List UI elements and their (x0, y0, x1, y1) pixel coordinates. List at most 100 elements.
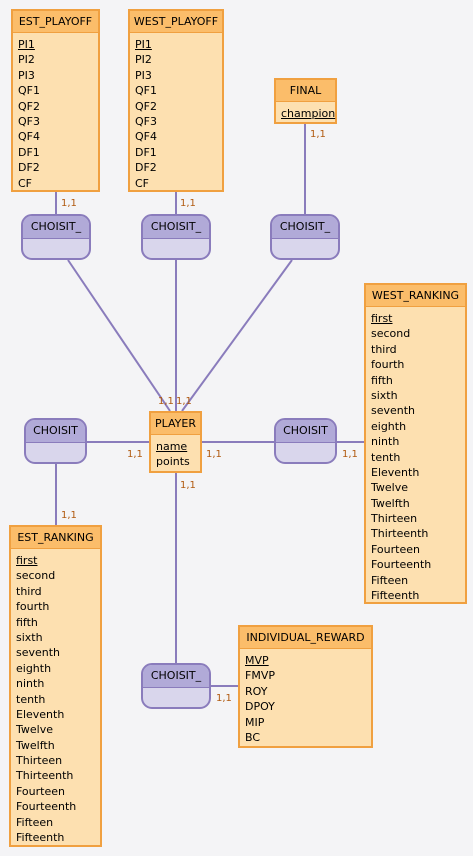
cardinality-player-top-2: 1,1 (176, 396, 192, 407)
attribute: second (16, 569, 56, 583)
attribute: Fourteen (16, 784, 65, 798)
relation-est-ranking[interactable]: CHOISIT (24, 418, 87, 464)
attribute: Twelfth (16, 738, 55, 752)
entity-title: WEST_RANKING (366, 285, 465, 307)
attribute: Thirteen (16, 754, 63, 768)
cardinality-final: 1,1 (310, 129, 326, 140)
attribute: seventh (16, 646, 61, 660)
attribute: CF (18, 176, 33, 190)
relation-label: CHOISIT_ (23, 216, 89, 239)
attribute: Eleventh (371, 465, 420, 479)
primary-key-attribute: champion (281, 107, 336, 120)
attribute: ROY (245, 684, 268, 698)
attribute: Thirteenth (371, 527, 429, 541)
cardinality-player-right: 1,1 (206, 449, 222, 460)
attribute: seventh (371, 404, 416, 418)
attribute: Fifteen (16, 815, 54, 829)
attribute: QF1 (135, 84, 157, 98)
primary-key-attribute: first (16, 554, 38, 567)
attribute: eighth (371, 419, 407, 433)
entity-title: FINAL (276, 80, 335, 102)
attribute: CF (135, 176, 150, 190)
attribute: DF2 (135, 161, 157, 175)
attribute: QF3 (135, 114, 157, 128)
entity-title: EST_PLAYOFF (13, 11, 98, 33)
attribute: tenth (16, 692, 46, 706)
relation-reward[interactable]: CHOISIT_ (141, 663, 211, 709)
attribute: Twelfth (371, 496, 410, 510)
primary-key-attribute: PI1 (135, 38, 152, 51)
link-player-final (181, 259, 293, 412)
attribute: Fifteenth (371, 589, 420, 603)
relation-label: CHOISIT (276, 420, 335, 443)
cardinality-reward: 1,1 (216, 693, 232, 704)
attribute: eighth (16, 661, 52, 675)
attribute: Fifteenth (16, 831, 65, 845)
attribute: Thirteenth (16, 769, 74, 783)
attribute: second (371, 327, 411, 341)
primary-key-attribute: first (371, 312, 393, 325)
attribute: QF4 (135, 130, 157, 144)
cardinality-est-ranking: 1,1 (61, 510, 77, 521)
primary-key-attribute: MVP (245, 654, 269, 667)
attribute: DF2 (18, 161, 40, 175)
attribute: PI2 (135, 53, 152, 67)
attribute: DF1 (135, 145, 157, 159)
attribute: fourth (16, 600, 50, 614)
relation-est-playoff[interactable]: CHOISIT_ (21, 214, 91, 260)
cardinality-west-playoff: 1,1 (180, 198, 196, 209)
attribute: Fourteenth (16, 800, 77, 814)
attribute: FMVP (245, 669, 275, 683)
relation-west-ranking[interactable]: CHOISIT (274, 418, 337, 464)
attribute: QF1 (18, 84, 40, 98)
attribute: QF4 (18, 130, 40, 144)
attribute: DF1 (18, 145, 40, 159)
relation-label: CHOISIT_ (143, 216, 209, 239)
cardinality-player-bottom: 1,1 (180, 480, 196, 491)
attribute: PI3 (18, 68, 35, 82)
attribute: QF3 (18, 114, 40, 128)
attribute: MIP (245, 715, 265, 729)
link-player-est-playoff (67, 259, 171, 412)
attribute: Twelve (16, 723, 53, 737)
attribute: Eleventh (16, 707, 65, 721)
attribute: sixth (371, 388, 398, 402)
attribute: third (16, 584, 42, 598)
attribute: QF2 (18, 99, 40, 113)
attribute: DPOY (245, 700, 275, 714)
relation-label: CHOISIT (26, 420, 85, 443)
attribute: QF2 (135, 99, 157, 113)
relation-label: CHOISIT_ (143, 665, 209, 688)
attribute: ninth (16, 677, 45, 691)
relation-final[interactable]: CHOISIT_ (270, 214, 340, 260)
attribute: points (156, 455, 190, 469)
attribute: Fourteenth (371, 558, 432, 572)
entity-final[interactable]: FINAL champion (274, 78, 337, 124)
attribute-list: champion (276, 102, 335, 121)
attribute: tenth (371, 450, 401, 464)
attribute: Twelve (371, 481, 408, 495)
cardinality-player-top: 1,1 (158, 396, 174, 407)
entity-title: PLAYER (151, 413, 200, 435)
cardinality-player-left: 1,1 (127, 449, 143, 460)
relation-west-playoff[interactable]: CHOISIT_ (141, 214, 211, 260)
entity-title: EST_RANKING (11, 527, 100, 549)
attribute: Thirteen (371, 512, 418, 526)
attribute: fifth (371, 373, 393, 387)
attribute: fourth (371, 358, 405, 372)
attribute: Fifteen (371, 573, 409, 587)
attribute: ninth (371, 435, 400, 449)
